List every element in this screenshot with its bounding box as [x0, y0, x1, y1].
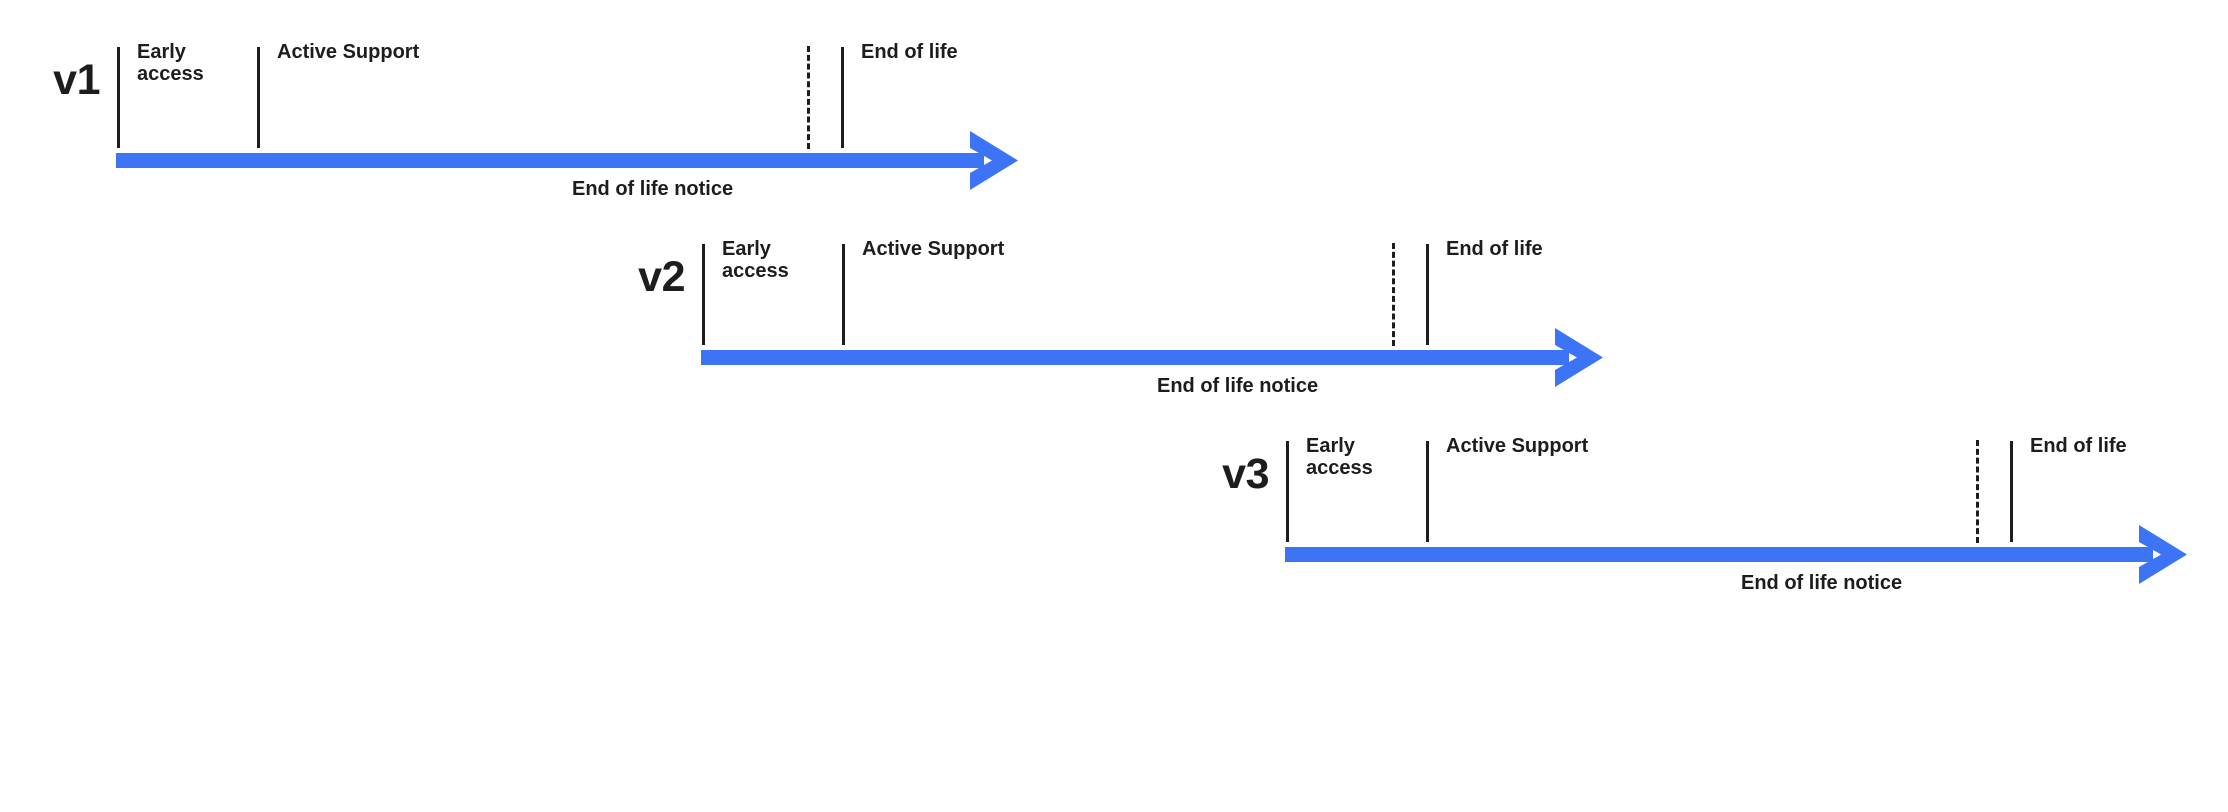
end-of-life-notice-label: End of life notice: [572, 178, 734, 200]
divider-early-access-start: [1286, 441, 1289, 542]
divider-active-support-start: [257, 47, 260, 148]
divider-end-of-life-notice-marker: [807, 46, 810, 149]
lifecycle-arrow-head-icon: [962, 129, 1026, 192]
lifecycle-arrow-bar: [116, 153, 970, 168]
divider-end-of-life-start: [841, 47, 844, 148]
divider-end-of-life-start: [1426, 244, 1429, 345]
divider-end-of-life-start: [2010, 441, 2013, 542]
end-of-life-notice-label: End of life notice: [1741, 572, 1903, 594]
early-access-label: Early access: [137, 41, 204, 86]
end-of-life-label: End of life: [1446, 238, 1543, 260]
end-of-life-notice-label: End of life notice: [1157, 375, 1319, 397]
divider-end-of-life-notice-marker: [1976, 440, 1979, 543]
early-access-label: Early access: [1306, 435, 1373, 480]
active-support-label: Active Support: [1446, 435, 1589, 457]
lifecycle-arrow-head-icon: [2131, 523, 2195, 586]
lifecycle-arrow-head-icon: [1547, 326, 1611, 389]
version-label-v2: v2: [638, 253, 685, 301]
divider-early-access-start: [702, 244, 705, 345]
divider-active-support-start: [842, 244, 845, 345]
end-of-life-label: End of life: [861, 41, 958, 63]
active-support-label: Active Support: [862, 238, 1005, 260]
lifecycle-arrow-bar: [1285, 547, 2139, 562]
active-support-label: Active Support: [277, 41, 420, 63]
divider-active-support-start: [1426, 441, 1429, 542]
early-access-label: Early access: [722, 238, 789, 283]
lifecycle-arrow-bar: [701, 350, 1555, 365]
end-of-life-label: End of life: [2030, 435, 2127, 457]
version-label-v3: v3: [1222, 450, 1269, 498]
divider-early-access-start: [117, 47, 120, 148]
version-label-v1: v1: [53, 56, 100, 104]
divider-end-of-life-notice-marker: [1392, 243, 1395, 346]
